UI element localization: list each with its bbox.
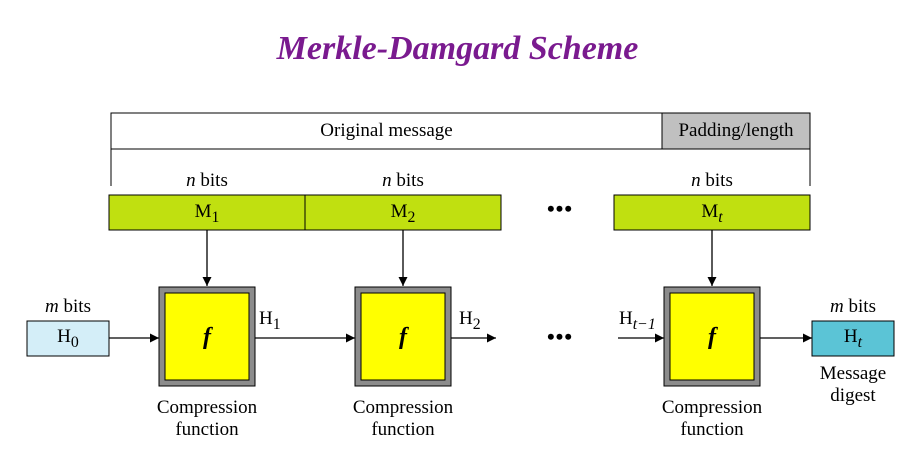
diagram-title: Merkle-Damgard Scheme: [276, 30, 639, 67]
chain-size-label-h0: m bits: [45, 296, 91, 317]
block-size-label-1: n bits: [186, 170, 228, 191]
ht-label: Ht: [843, 326, 863, 351]
h2-label: H2: [459, 308, 481, 333]
ellipsis-chain: •••: [546, 324, 574, 349]
h0-box: [26, 320, 110, 357]
function-symbol-2: f: [399, 324, 407, 350]
h1-label: H1: [259, 308, 281, 333]
original-message-label: Original message: [320, 120, 453, 141]
ht-1-label: Ht−1: [619, 308, 656, 333]
block-m1-label: M1: [194, 201, 220, 226]
compression-box-2: [360, 292, 446, 381]
compression-box-t: [669, 292, 755, 381]
h0-label: H0: [57, 326, 79, 351]
block-m2-label: M2: [390, 201, 416, 226]
block-mt: [613, 194, 811, 231]
compression-box-1: [164, 292, 250, 381]
function-symbol-t: f: [708, 324, 716, 350]
chain-size-label-ht: m bits: [830, 296, 876, 317]
ht-box: [811, 320, 895, 357]
block-size-label-2: n bits: [382, 170, 424, 191]
function-symbol-1: f: [203, 324, 211, 350]
padding-length-label: Padding/length: [678, 120, 794, 141]
block-m1: [108, 194, 306, 231]
block-mt-label: Mt: [701, 201, 723, 226]
ellipsis-blocks: •••: [546, 196, 574, 221]
block-m2: [304, 194, 502, 231]
block-size-label-t: n bits: [691, 170, 733, 191]
original-message-bar: [110, 112, 663, 150]
padding-length-bar: [661, 112, 811, 150]
